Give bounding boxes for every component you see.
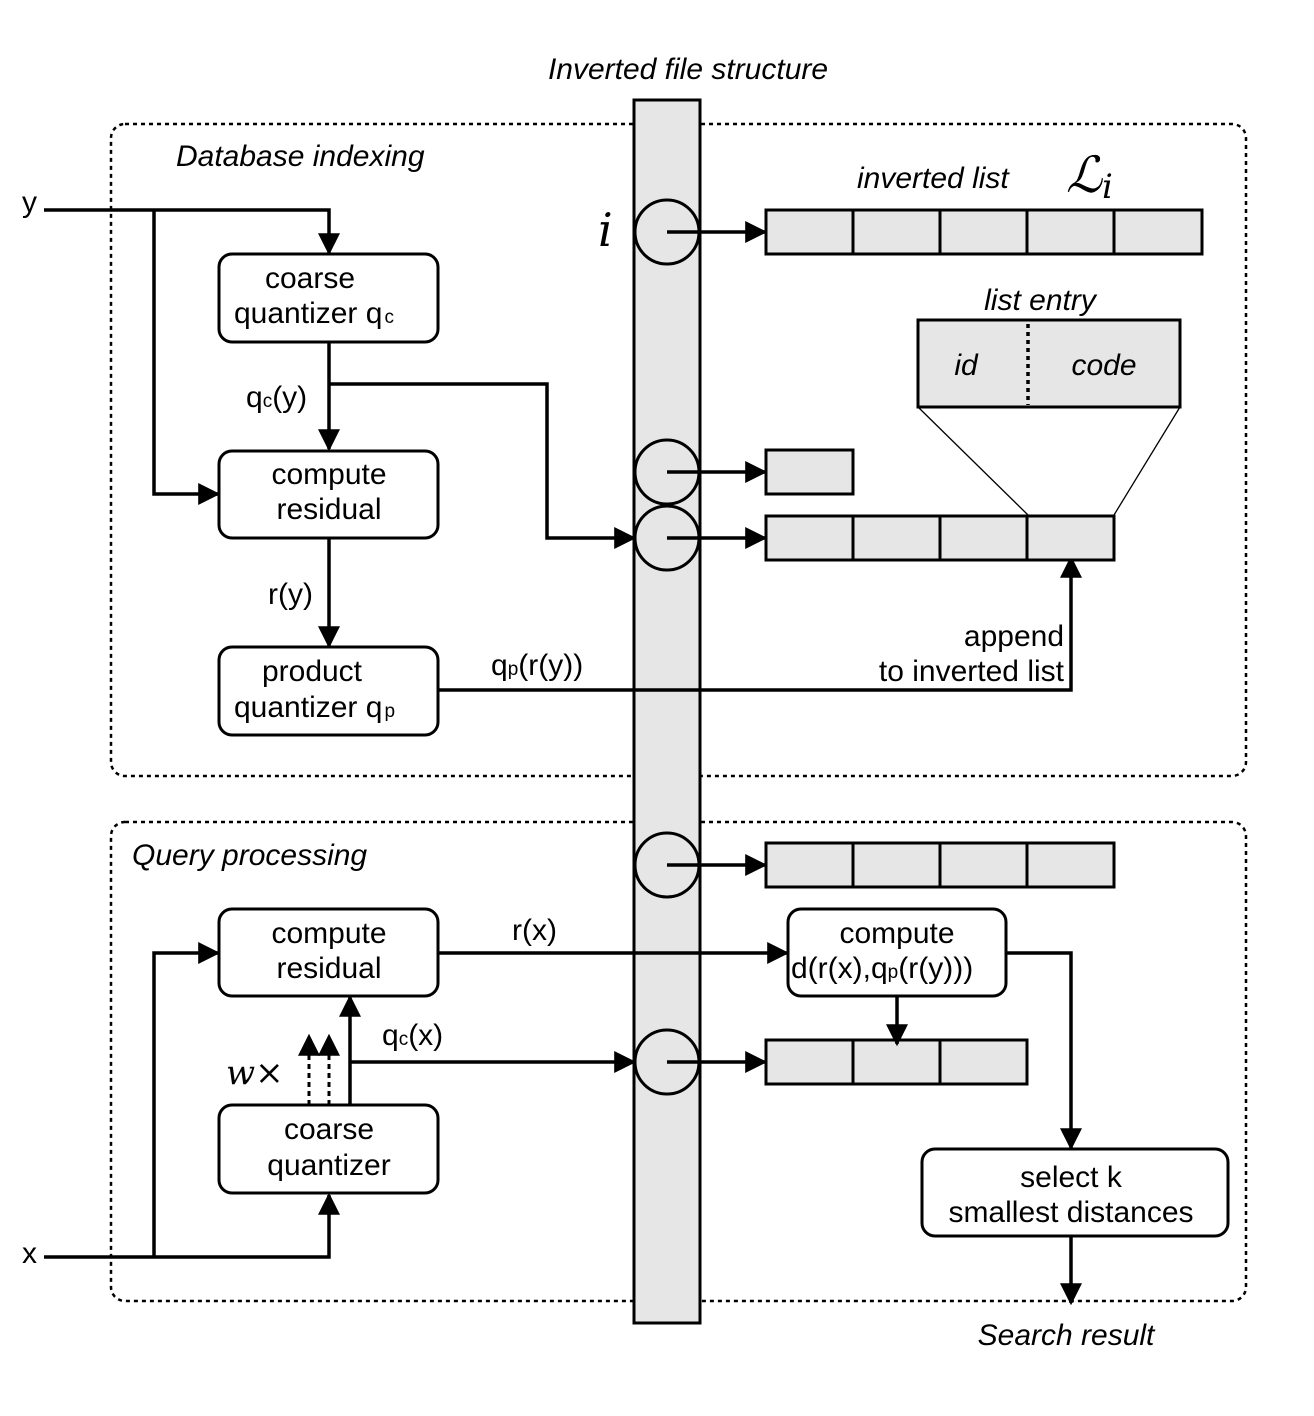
list-entry-id: id <box>954 349 979 382</box>
list-entry-code: code <box>1071 349 1136 382</box>
coarse-quantizer-label-1: coarse <box>265 262 355 295</box>
compute-distance-label-2: d(r(x),qp(r(y))) <box>791 952 973 985</box>
w-times-label: w× <box>226 1053 284 1093</box>
inverted-list-3 <box>764 514 1116 562</box>
qp-r-y-label: qp(r(y)) <box>491 649 583 682</box>
inverted-file-bar <box>632 98 702 1325</box>
list-entry-box <box>916 318 1182 409</box>
list-entry-label: list entry <box>984 284 1098 317</box>
x-input-line <box>44 1192 340 1259</box>
y-to-residual-line <box>152 210 221 505</box>
inverted-list-i <box>764 208 1204 256</box>
zoom-line-left <box>917 406 1029 516</box>
compute-distance-label-1: compute <box>839 917 954 950</box>
zoom-line-right <box>1113 406 1181 516</box>
select-k-label-1: select k <box>1020 1161 1123 1194</box>
select-k-box <box>920 1147 1230 1238</box>
query-processing-label: Query processing <box>132 839 367 872</box>
search-result-label: Search result <box>978 1319 1156 1352</box>
query-coarse-quantizer-label-2: quantizer <box>267 1149 390 1182</box>
compute-residual-label-1: compute <box>271 458 386 491</box>
qc-x-label: qc(x) <box>382 1019 443 1052</box>
inverted-list-symbol: ℒi <box>1066 146 1113 207</box>
r-x-label: r(x) <box>512 914 557 947</box>
query-compute-residual-label-1: compute <box>271 917 386 950</box>
inverted-file-title: Inverted file structure <box>548 53 828 86</box>
query-coarse-quantizer-label-1: coarse <box>284 1113 374 1146</box>
distance-to-select-line <box>1006 951 1082 1151</box>
r-y-label: r(y) <box>268 578 313 611</box>
inverted-list-4 <box>764 841 1116 889</box>
inverted-list-label: inverted list <box>857 162 1010 195</box>
input-x: x <box>22 1237 37 1270</box>
inverted-list-5 <box>764 1038 1029 1086</box>
select-k-label-2: smallest distances <box>948 1196 1193 1229</box>
qc-y-label: qc(y) <box>246 381 307 414</box>
index-i-symbol: i <box>598 203 613 257</box>
compute-residual-label-2: residual <box>276 493 381 526</box>
database-indexing-label: Database indexing <box>176 140 425 173</box>
qc-y-to-inverted-line <box>329 382 637 549</box>
y-input-line <box>44 208 340 256</box>
query-compute-residual-label-2: residual <box>276 952 381 985</box>
append-label-2: to inverted list <box>879 655 1065 688</box>
product-quantizer-label-1: product <box>262 655 363 688</box>
append-label-1: append <box>964 620 1064 653</box>
input-y: y <box>22 186 37 219</box>
inverted-list-2 <box>764 448 855 496</box>
x-to-residual-line <box>152 942 221 1257</box>
pq-to-list-line <box>438 555 1082 692</box>
